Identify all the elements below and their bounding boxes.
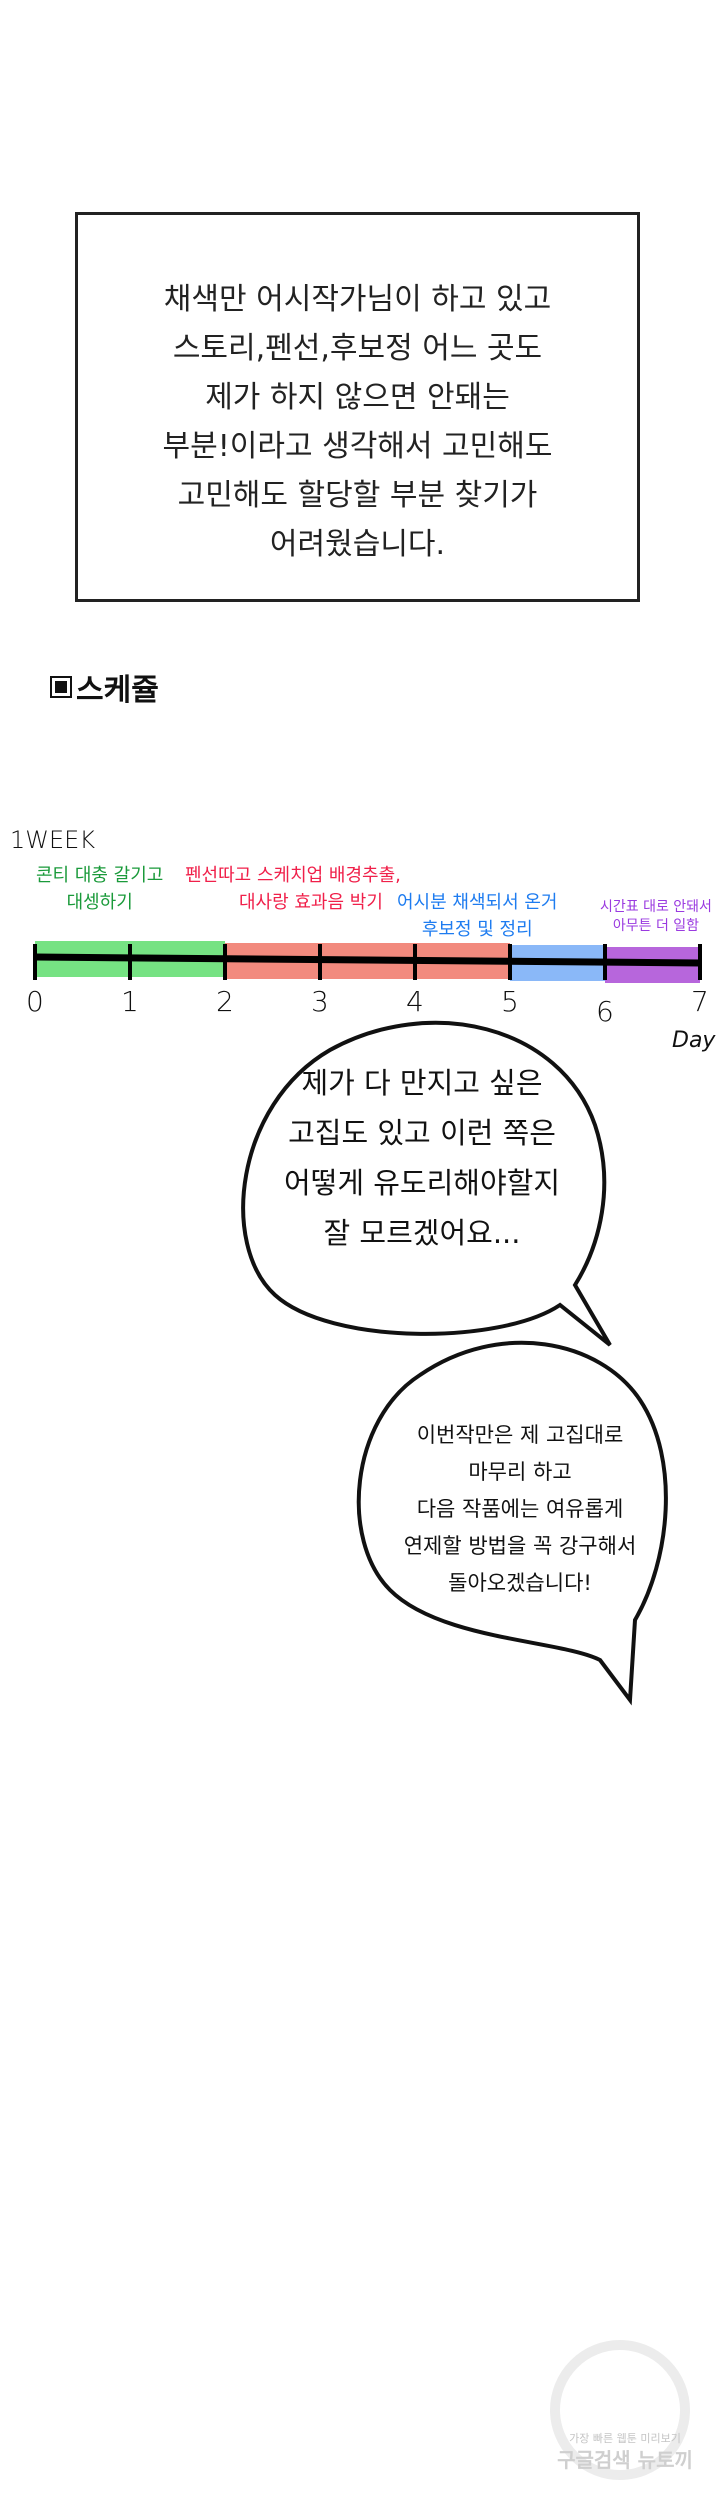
tick-label: 1: [121, 985, 139, 1018]
week-label: 1WEEK: [10, 826, 96, 854]
schedule-heading: 스케쥴: [50, 665, 159, 709]
bubble1-text: 제가 다 만지고 싶은 고집도 있고 이런 쪽은 어떻게 유도리해야할지 잘 모…: [283, 1066, 561, 1250]
speech-bubble-1: [241, 1020, 612, 1347]
tick-label: 0: [26, 985, 44, 1018]
watermark-logo-ring: [550, 2340, 690, 2480]
bubble2-text: 이번작만은 제 고집대로 마무리 하고 다음 작품에는 여유롭게 연제할 방법을…: [403, 1423, 637, 1595]
timeline-axis: [34, 953, 701, 967]
axis-unit-label: Day: [672, 1028, 716, 1053]
square-bullet-icon: [50, 676, 72, 698]
segment-label-postprocess: 어시분 채색되서 온거 후보정 및 정리: [397, 892, 558, 940]
tick-label: 4: [406, 985, 424, 1018]
tick-label: 5: [501, 985, 519, 1018]
segment-label-overtime: 시간표 대로 안돼서 아무튼 더 일함: [600, 899, 712, 934]
schedule-timeline: [33, 941, 702, 983]
tick-label: 3: [311, 985, 329, 1018]
narration-box: 채색만 어시작가님이 하고 있고 스토리,펜선,후보정 어느 곳도 제가 하지 …: [75, 212, 640, 602]
speech-bubbles: [241, 1020, 668, 1706]
tick-label: 7: [691, 985, 709, 1018]
tick-label: 2: [216, 985, 234, 1018]
watermark: 가장 빠른 웹툰 미리보기 구글검색 뉴토끼: [540, 2330, 710, 2490]
tick-label: 6: [596, 995, 614, 1028]
narration-text: 채색만 어시작가님이 하고 있고 스토리,펜선,후보정 어느 곳도 제가 하지 …: [162, 282, 553, 562]
segment-label-storyboard: 콘티 대충 갈기고 대셍하기: [36, 865, 164, 913]
segment-label-lineart: 펜선따고 스케치업 배경추출, 대사랑 효과음 박기: [185, 865, 401, 913]
speech-bubble-2: [356, 1340, 668, 1706]
